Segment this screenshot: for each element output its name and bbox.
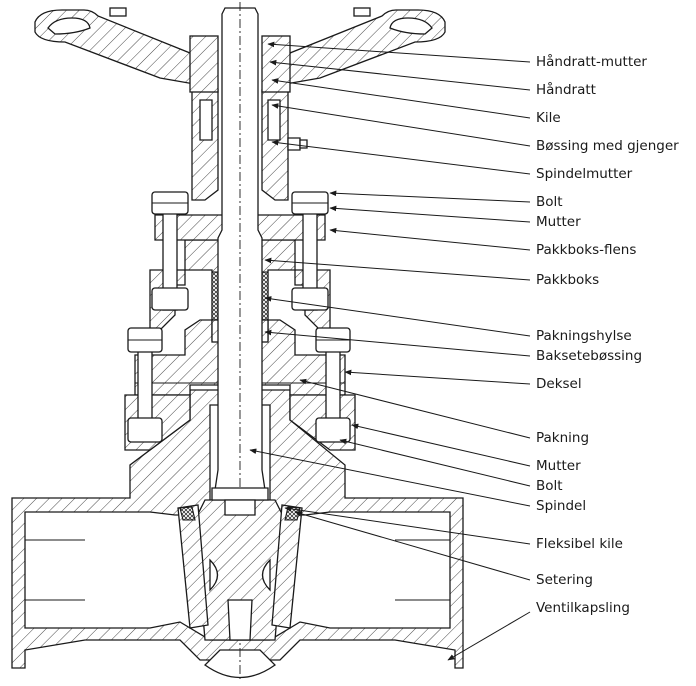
label-nut-lower: Mutter bbox=[536, 458, 581, 474]
label-handwheel-nut: Håndratt-mutter bbox=[536, 53, 647, 70]
upper-bolts bbox=[151, 191, 329, 311]
label-backseat-bushing: Baksetebøssing bbox=[536, 348, 642, 364]
lower-bolts bbox=[127, 327, 351, 443]
label-seat-ring: Setering bbox=[536, 572, 593, 588]
label-nut-upper: Mutter bbox=[536, 214, 581, 230]
label-bolt-lower: Bolt bbox=[536, 478, 563, 494]
labels: Håndratt-mutter Håndratt Kile Bøssing me… bbox=[536, 53, 679, 616]
label-gland-flange: Pakkboks-flens bbox=[536, 242, 636, 258]
label-gasket: Pakning bbox=[536, 430, 589, 446]
label-stuffing-box: Pakkboks bbox=[536, 272, 599, 288]
label-handwheel: Håndratt bbox=[536, 81, 596, 98]
label-key: Kile bbox=[536, 110, 561, 126]
label-threaded-bushing: Bøssing med gjenger bbox=[536, 138, 679, 154]
label-valve-body: Ventilkapsling bbox=[536, 600, 630, 616]
label-bolt-upper: Bolt bbox=[536, 194, 563, 210]
wedge bbox=[177, 487, 303, 641]
label-stem: Spindel bbox=[536, 498, 586, 514]
label-stem-nut: Spindelmutter bbox=[536, 166, 633, 182]
leader-lines bbox=[249, 41, 531, 661]
label-flexible-wedge: Fleksibel kile bbox=[536, 536, 623, 552]
label-packing-sleeve: Pakningshylse bbox=[536, 328, 632, 344]
label-bonnet: Deksel bbox=[536, 376, 582, 392]
